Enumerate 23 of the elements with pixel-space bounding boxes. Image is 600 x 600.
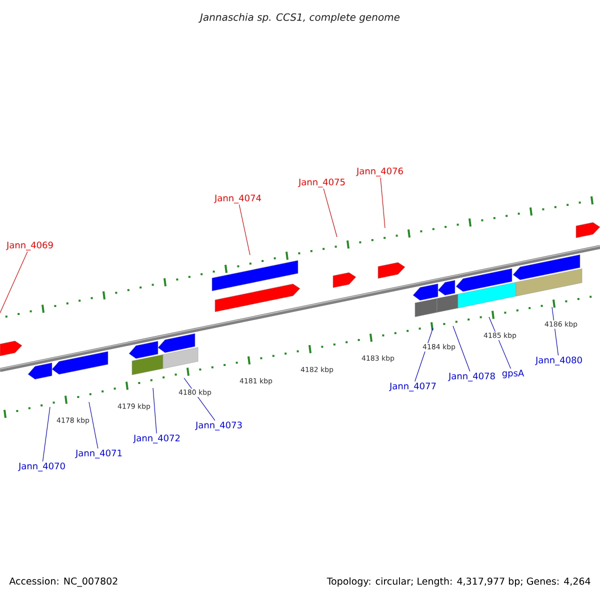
gene-label: Jann_4072 xyxy=(133,434,180,444)
leader-line xyxy=(42,406,50,462)
leader-line xyxy=(380,177,386,228)
gene-label: Jann_4070 xyxy=(18,462,65,472)
gene-label: Jann_4071 xyxy=(75,450,122,458)
leader-line xyxy=(323,188,338,238)
leader-line xyxy=(452,326,470,372)
footer-text: Accession: NC_007802 xyxy=(9,577,118,587)
leader-line xyxy=(152,388,157,434)
gene-label: Jann_4075 xyxy=(298,178,345,188)
gene-label: Jann_4074 xyxy=(214,194,261,204)
leader-line xyxy=(0,251,28,314)
footer-text: Topology: circular; Length: 4,317,977 bp; Genes: 4,264 xyxy=(326,577,590,587)
gene-label: gpsA xyxy=(502,370,524,378)
gene-label: Jann_4077 xyxy=(389,382,436,392)
gene-label: Jann_4080 xyxy=(535,356,582,366)
leader-line xyxy=(88,402,98,449)
gene-label: Jann_4069 xyxy=(6,242,53,250)
title: Jannaschia sp. CCS1, complete genome xyxy=(198,13,400,23)
gene-label: Jann_4076 xyxy=(356,168,403,176)
leader-line xyxy=(238,204,250,256)
gene-label: Jann_4073 xyxy=(195,422,242,430)
gene-label: Jann_4078 xyxy=(448,372,495,382)
